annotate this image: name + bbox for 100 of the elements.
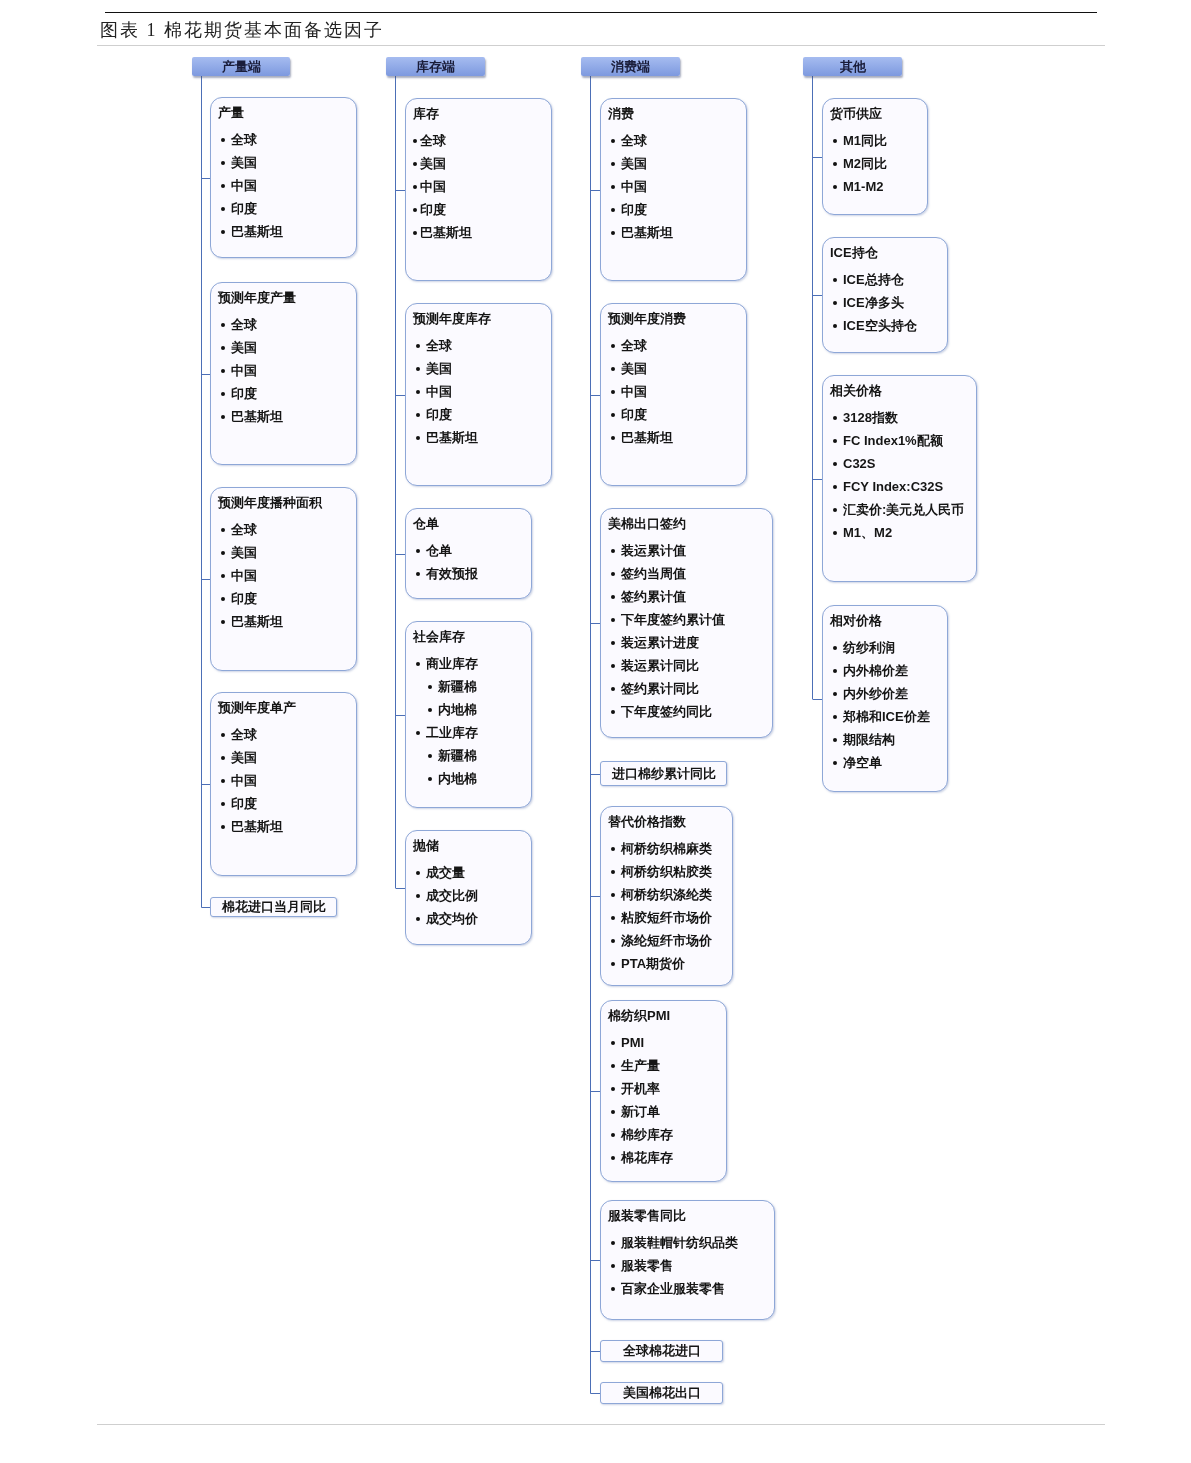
- list-item: 净空单: [830, 751, 882, 774]
- card-heading: 预测年度库存: [413, 310, 491, 328]
- connector-line: [812, 157, 823, 158]
- list-item: 百家企业服装零售: [608, 1277, 725, 1300]
- factor-card: [210, 692, 357, 876]
- list-item: 全球: [218, 313, 257, 336]
- list-item: 印度: [413, 198, 446, 221]
- list-item: FCY Index:C32S: [830, 475, 944, 498]
- list-item: 印度: [218, 792, 257, 815]
- list-item: 印度: [218, 587, 257, 610]
- list-item: PMI: [608, 1031, 645, 1054]
- card-heading: 库存: [413, 105, 439, 123]
- connector-line: [812, 699, 823, 700]
- factor-tag: 全球棉花进口: [600, 1340, 723, 1362]
- list-item: 工业库存: [413, 721, 478, 744]
- list-item: 纺纱利润: [830, 636, 895, 659]
- connector-line: [590, 1260, 601, 1261]
- factor-card: [600, 1000, 727, 1182]
- connector-line: [590, 1393, 601, 1394]
- list-item: 印度: [413, 403, 452, 426]
- list-item: M1、M2: [830, 521, 893, 544]
- list-item: 新订单: [608, 1100, 660, 1123]
- list-item: 全球: [608, 334, 647, 357]
- factor-card: [210, 282, 357, 465]
- list-item: 成交比例: [413, 884, 478, 907]
- list-item: 签约累计值: [608, 585, 686, 608]
- list-item: 装运累计进度: [608, 631, 699, 654]
- list-item: 郑棉和ICE价差: [830, 705, 930, 728]
- connector-line: [590, 190, 601, 191]
- list-item: 装运累计值: [608, 539, 686, 562]
- list-item: 下年度签约累计值: [608, 608, 725, 631]
- factor-card: [600, 98, 747, 281]
- factor-tag: 美国棉花出口: [600, 1382, 723, 1404]
- list-item: 中国: [608, 380, 647, 403]
- connector-line: [590, 1351, 601, 1352]
- connector-line: [395, 75, 396, 889]
- list-item: 巴基斯坦: [413, 221, 472, 244]
- list-item: 巴基斯坦: [218, 610, 283, 633]
- list-item: 3128指数: [830, 406, 898, 429]
- card-heading: 替代价格指数: [608, 813, 686, 831]
- factor-tag: 进口棉纱累计同比: [600, 761, 727, 786]
- factor-card: [822, 605, 948, 792]
- list-item: M1同比: [830, 129, 888, 152]
- list-item: 全球: [218, 518, 257, 541]
- list-item: 全球: [413, 129, 446, 152]
- factor-card: [405, 830, 532, 945]
- list-item: M2同比: [830, 152, 888, 175]
- list-item: 全球: [608, 129, 647, 152]
- connector-line: [590, 395, 601, 396]
- connector-line: [395, 888, 406, 889]
- category-header: 库存端: [386, 57, 485, 76]
- factor-card: [210, 97, 357, 258]
- factor-card: [600, 508, 773, 738]
- factor-card: [405, 303, 552, 486]
- connector-line: [395, 554, 406, 555]
- connector-line: [812, 479, 823, 480]
- list-item: 巴基斯坦: [608, 221, 673, 244]
- category-header: 其他: [803, 57, 902, 76]
- list-item: ICE总持仓: [830, 268, 904, 291]
- list-item: 期限结构: [830, 728, 895, 751]
- list-item: 美国: [413, 357, 452, 380]
- list-item: 巴基斯坦: [218, 815, 283, 838]
- list-item: 全球: [413, 334, 452, 357]
- list-item: 中国: [413, 175, 446, 198]
- list-item: 涤纶短纤市场价: [608, 929, 712, 952]
- factor-card: [822, 98, 928, 215]
- list-item: 成交量: [413, 861, 465, 884]
- card-heading: 预测年度单产: [218, 699, 296, 717]
- list-item: 生产量: [608, 1054, 660, 1077]
- connector-line: [812, 75, 813, 700]
- list-item: 中国: [218, 564, 257, 587]
- category-header: 消费端: [581, 57, 680, 76]
- card-heading: 消费: [608, 105, 634, 123]
- factor-card: [405, 508, 532, 599]
- list-item: 美国: [218, 541, 257, 564]
- figure-title: 图表 1 棉花期货基本面备选因子: [100, 19, 384, 42]
- list-item: 仓单: [413, 539, 452, 562]
- connector-line: [395, 715, 406, 716]
- list-item: 棉花库存: [608, 1146, 673, 1169]
- list-item: M1-M2: [830, 175, 884, 198]
- list-item: 巴基斯坦: [218, 220, 283, 243]
- card-heading: 产量: [218, 104, 244, 122]
- list-item: 美国: [608, 357, 647, 380]
- category-header: 产量端: [192, 57, 290, 76]
- connector-line: [201, 75, 202, 908]
- card-heading: 服装零售同比: [608, 1207, 686, 1225]
- list-item: 新疆棉: [425, 744, 477, 767]
- card-heading: 预测年度消费: [608, 310, 686, 328]
- list-item: 印度: [218, 382, 257, 405]
- card-heading: 相关价格: [830, 382, 882, 400]
- list-item: 新疆棉: [425, 675, 477, 698]
- list-item: 下年度签约同比: [608, 700, 712, 723]
- factor-card: [405, 98, 552, 281]
- list-item: 中国: [413, 380, 452, 403]
- list-item: 汇卖价:美元兑人民币: [830, 498, 965, 521]
- list-item: 内地棉: [425, 698, 477, 721]
- card-heading: 棉纺织PMI: [608, 1007, 671, 1025]
- list-item: 柯桥纺织涤纶类: [608, 883, 712, 906]
- list-item: 棉纱库存: [608, 1123, 673, 1146]
- list-item: 有效预报: [413, 562, 478, 585]
